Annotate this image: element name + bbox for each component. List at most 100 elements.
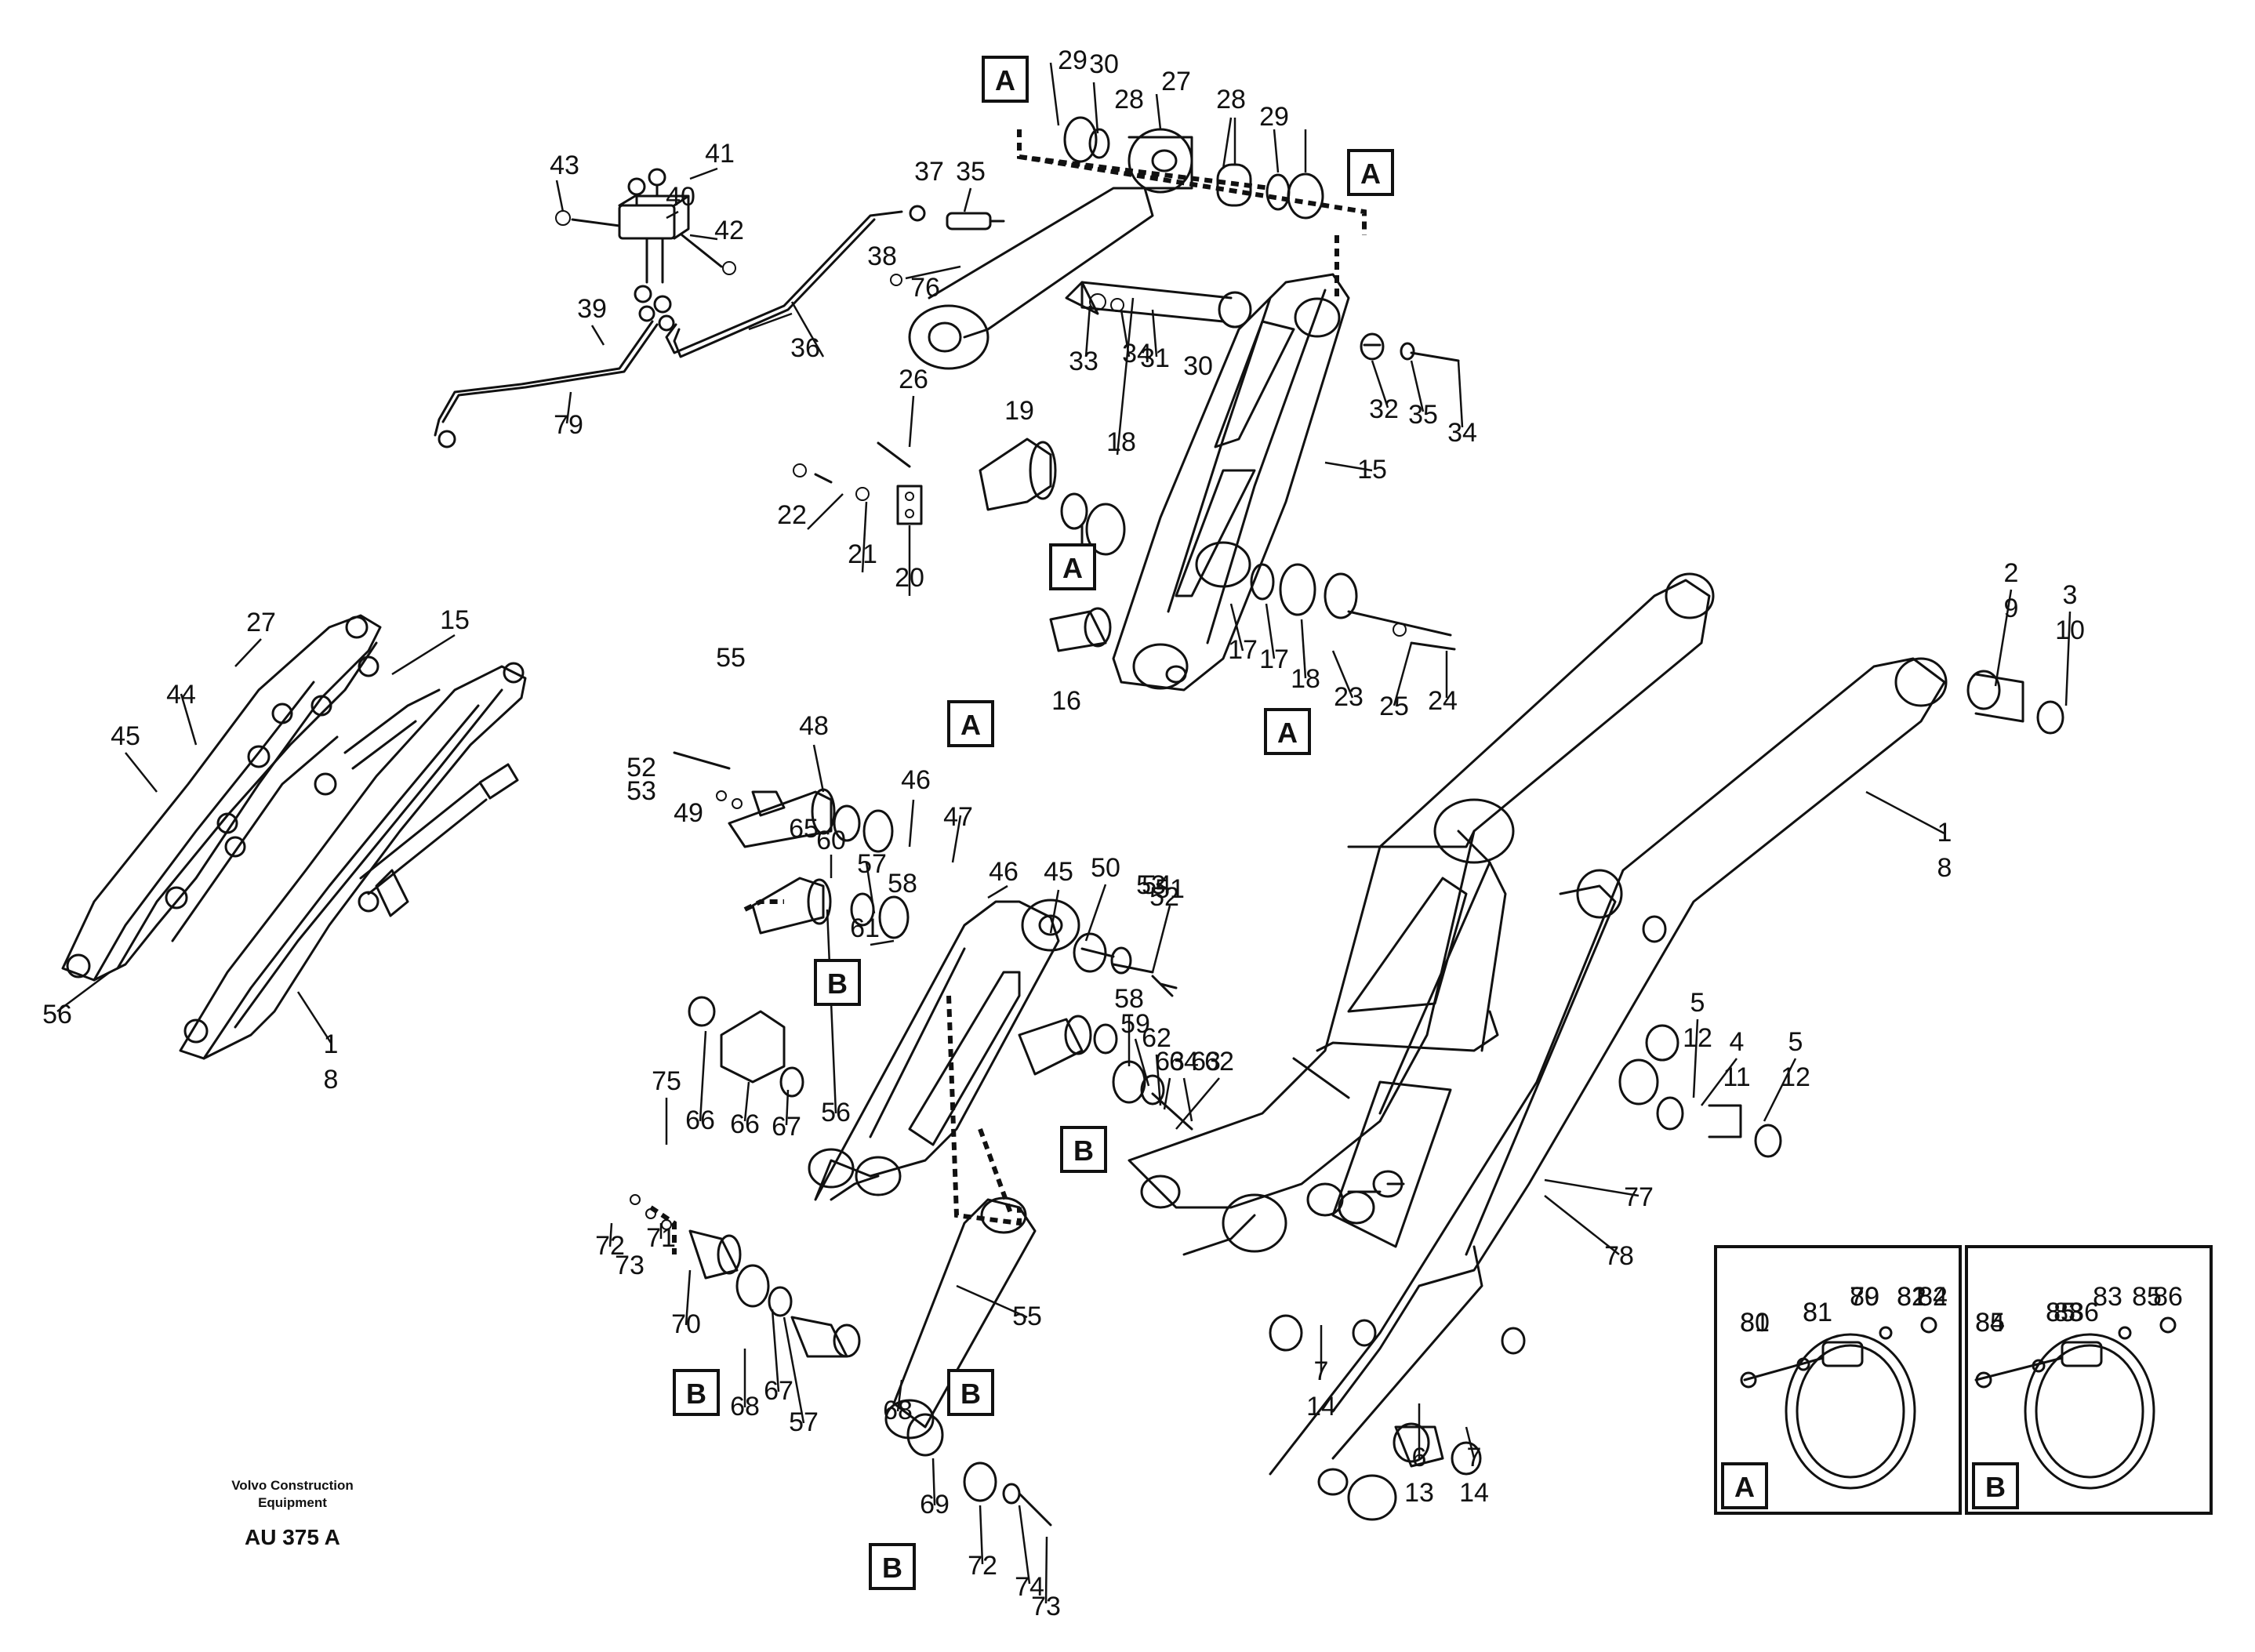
leader-line [1763,1058,1797,1122]
detail-panel-callout: 80 [1740,1308,1770,1338]
leader-line [1393,642,1413,706]
callout-number: 45 [1044,857,1073,887]
section-marker: A [982,56,1029,103]
leader-line [555,180,565,212]
section-marker-box [982,56,1029,103]
credit-line-1: Volvo Construction [231,1478,354,1493]
section-marker-letter: A [1360,158,1381,190]
callout-number: 36 [790,333,820,363]
leader-line [783,1316,805,1424]
leader-line [1273,129,1280,173]
callout-number: 83 [2053,1298,2083,1327]
leader-line [608,1222,613,1247]
leader-line [1044,1536,1048,1604]
leader-line [296,991,332,1044]
callout-number: 18 [1106,427,1136,457]
leader-line [1151,905,1171,973]
callout-number: 48 [799,711,829,741]
callout-number: 45 [111,721,140,751]
callout-number: 73 [615,1251,645,1280]
leader-line [666,210,679,220]
section-marker: B [814,959,861,1006]
leader-line [1865,790,1945,835]
leader-line [2064,611,2072,706]
leader-line [565,391,572,424]
callout-number: 4 [1730,1027,1745,1057]
callout-number: 26 [899,365,928,394]
section-marker-letter: A [960,709,981,741]
section-marker-letter: A [1734,1471,1755,1503]
leader-line [979,1505,984,1565]
leader-line [1544,1195,1620,1255]
leader-line [1049,62,1060,126]
callout-number: 28 [1114,85,1144,114]
callout-number: 27 [246,608,276,637]
callout-number: 62 [1142,1023,1171,1053]
detail-panel-callout: 83 [2093,1282,2122,1312]
callout-number: 19 [1004,396,1034,426]
section-marker-box [673,1369,720,1416]
section-marker: A [1049,543,1096,590]
leader-line [1994,589,2013,687]
section-marker: A [1347,149,1394,196]
callout-number: 60 [816,826,846,855]
callout-number: 8 [324,1065,339,1095]
callout-number: 75 [652,1066,681,1096]
leader-line [234,638,262,667]
callout-number: 28 [1216,85,1246,114]
leader-line [1265,603,1276,659]
leader-line [125,752,158,793]
callout-number: 85 [1975,1308,2005,1338]
leader-line [1300,619,1307,679]
callout-number: 16 [1051,686,1081,716]
callout-number: 46 [989,857,1019,887]
section-marker-box [1049,543,1096,590]
leader-line [689,234,718,241]
callout-number: 24 [1428,686,1458,716]
leader-line [590,325,605,346]
callout-number: 85 [2046,1298,2075,1327]
upper-link-and-arm [793,116,1460,692]
leader-line [1457,360,1464,428]
leader-line [1544,1178,1640,1197]
callout-number: 41 [705,139,735,169]
leader-line [1134,1038,1150,1087]
leader-line [684,1269,692,1326]
leader-line [743,1081,750,1122]
detail-panel-callout: 84 [1975,1308,2005,1338]
leader-line [1182,1077,1193,1122]
leader-line [963,187,972,212]
callout-number: 43 [550,151,579,180]
leader-line [905,265,961,280]
callout-number: 29 [1058,45,1088,75]
callout-number: 58 [1114,984,1144,1014]
leader-line [1092,82,1099,134]
section-marker-box [1721,1462,1768,1509]
callout-number: 81 [1803,1298,1832,1327]
lift-arm-frames [1128,572,2064,1521]
leader-line [1155,93,1162,130]
callout-number: 3 [2063,580,2078,610]
callout-number: 64 [1169,1047,1199,1077]
callout-number: 82 [1897,1282,1926,1312]
detail-panel-label: B [1972,1462,2019,1509]
leader-line [1049,889,1060,934]
section-marker-letter: A [995,64,1015,96]
callout-number: 5 [1788,1027,1803,1057]
callout-number: 14 [1306,1392,1336,1421]
callout-number: 37 [914,157,944,187]
callout-number: 61 [850,913,880,943]
leader-line [1229,603,1244,652]
leader-line [987,884,1008,899]
callout-number: 65 [789,814,819,844]
callout-number: 52 [626,753,656,782]
section-marker-letter: B [960,1378,981,1410]
callout-number: 59 [1120,1009,1150,1039]
callout-number: 17 [1259,644,1289,674]
callout-number: 22 [777,500,807,530]
leader-line [689,167,718,180]
leader-line [1120,309,1131,358]
